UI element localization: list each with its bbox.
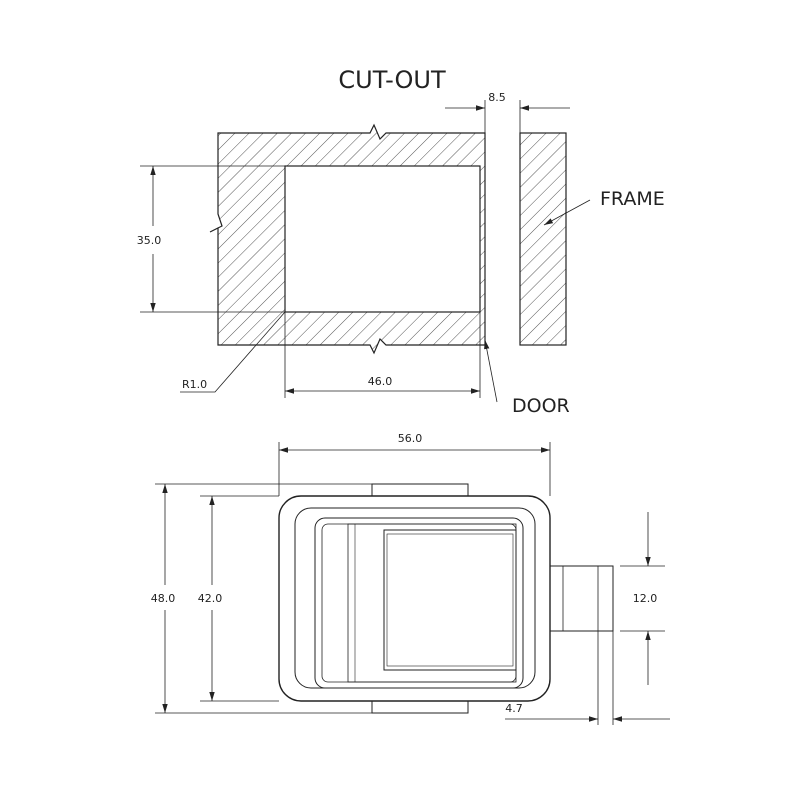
latch-paddle bbox=[383, 529, 517, 671]
frame-label: FRAME bbox=[600, 188, 665, 210]
dim-46-label: 46.0 bbox=[368, 375, 393, 388]
leader-frame bbox=[543, 199, 591, 226]
dim-8-5-label: 8.5 bbox=[488, 91, 506, 104]
dim-56-label: 56.0 bbox=[398, 432, 423, 445]
cutout-opening bbox=[284, 165, 481, 313]
dim-12-label: 12.0 bbox=[633, 592, 658, 605]
latch-recess-outer bbox=[314, 517, 524, 689]
dim-48-label: 48.0 bbox=[151, 592, 176, 605]
leader-r1 bbox=[180, 311, 286, 393]
frame-strip bbox=[519, 132, 567, 346]
leader-door bbox=[484, 339, 498, 403]
cutout-title: CUT-OUT bbox=[338, 66, 446, 94]
dim-42-label: 42.0 bbox=[198, 592, 223, 605]
latch-paddle-face bbox=[386, 533, 514, 667]
dim-r1-label: R1.0 bbox=[182, 378, 207, 391]
dim-35-label: 35.0 bbox=[137, 234, 162, 247]
latch-bolt bbox=[549, 565, 614, 632]
latch-body-outer bbox=[278, 495, 551, 702]
latch-view: 56.0 48.0 42.0 12.0 4.7 bbox=[151, 432, 670, 725]
dim-4-7-label: 4.7 bbox=[505, 702, 523, 715]
door-label: DOOR bbox=[512, 395, 570, 417]
cutout-view: CUT-OUT 8.5 35.0 46.0 R1.0 FRAME DOOR bbox=[137, 66, 665, 417]
